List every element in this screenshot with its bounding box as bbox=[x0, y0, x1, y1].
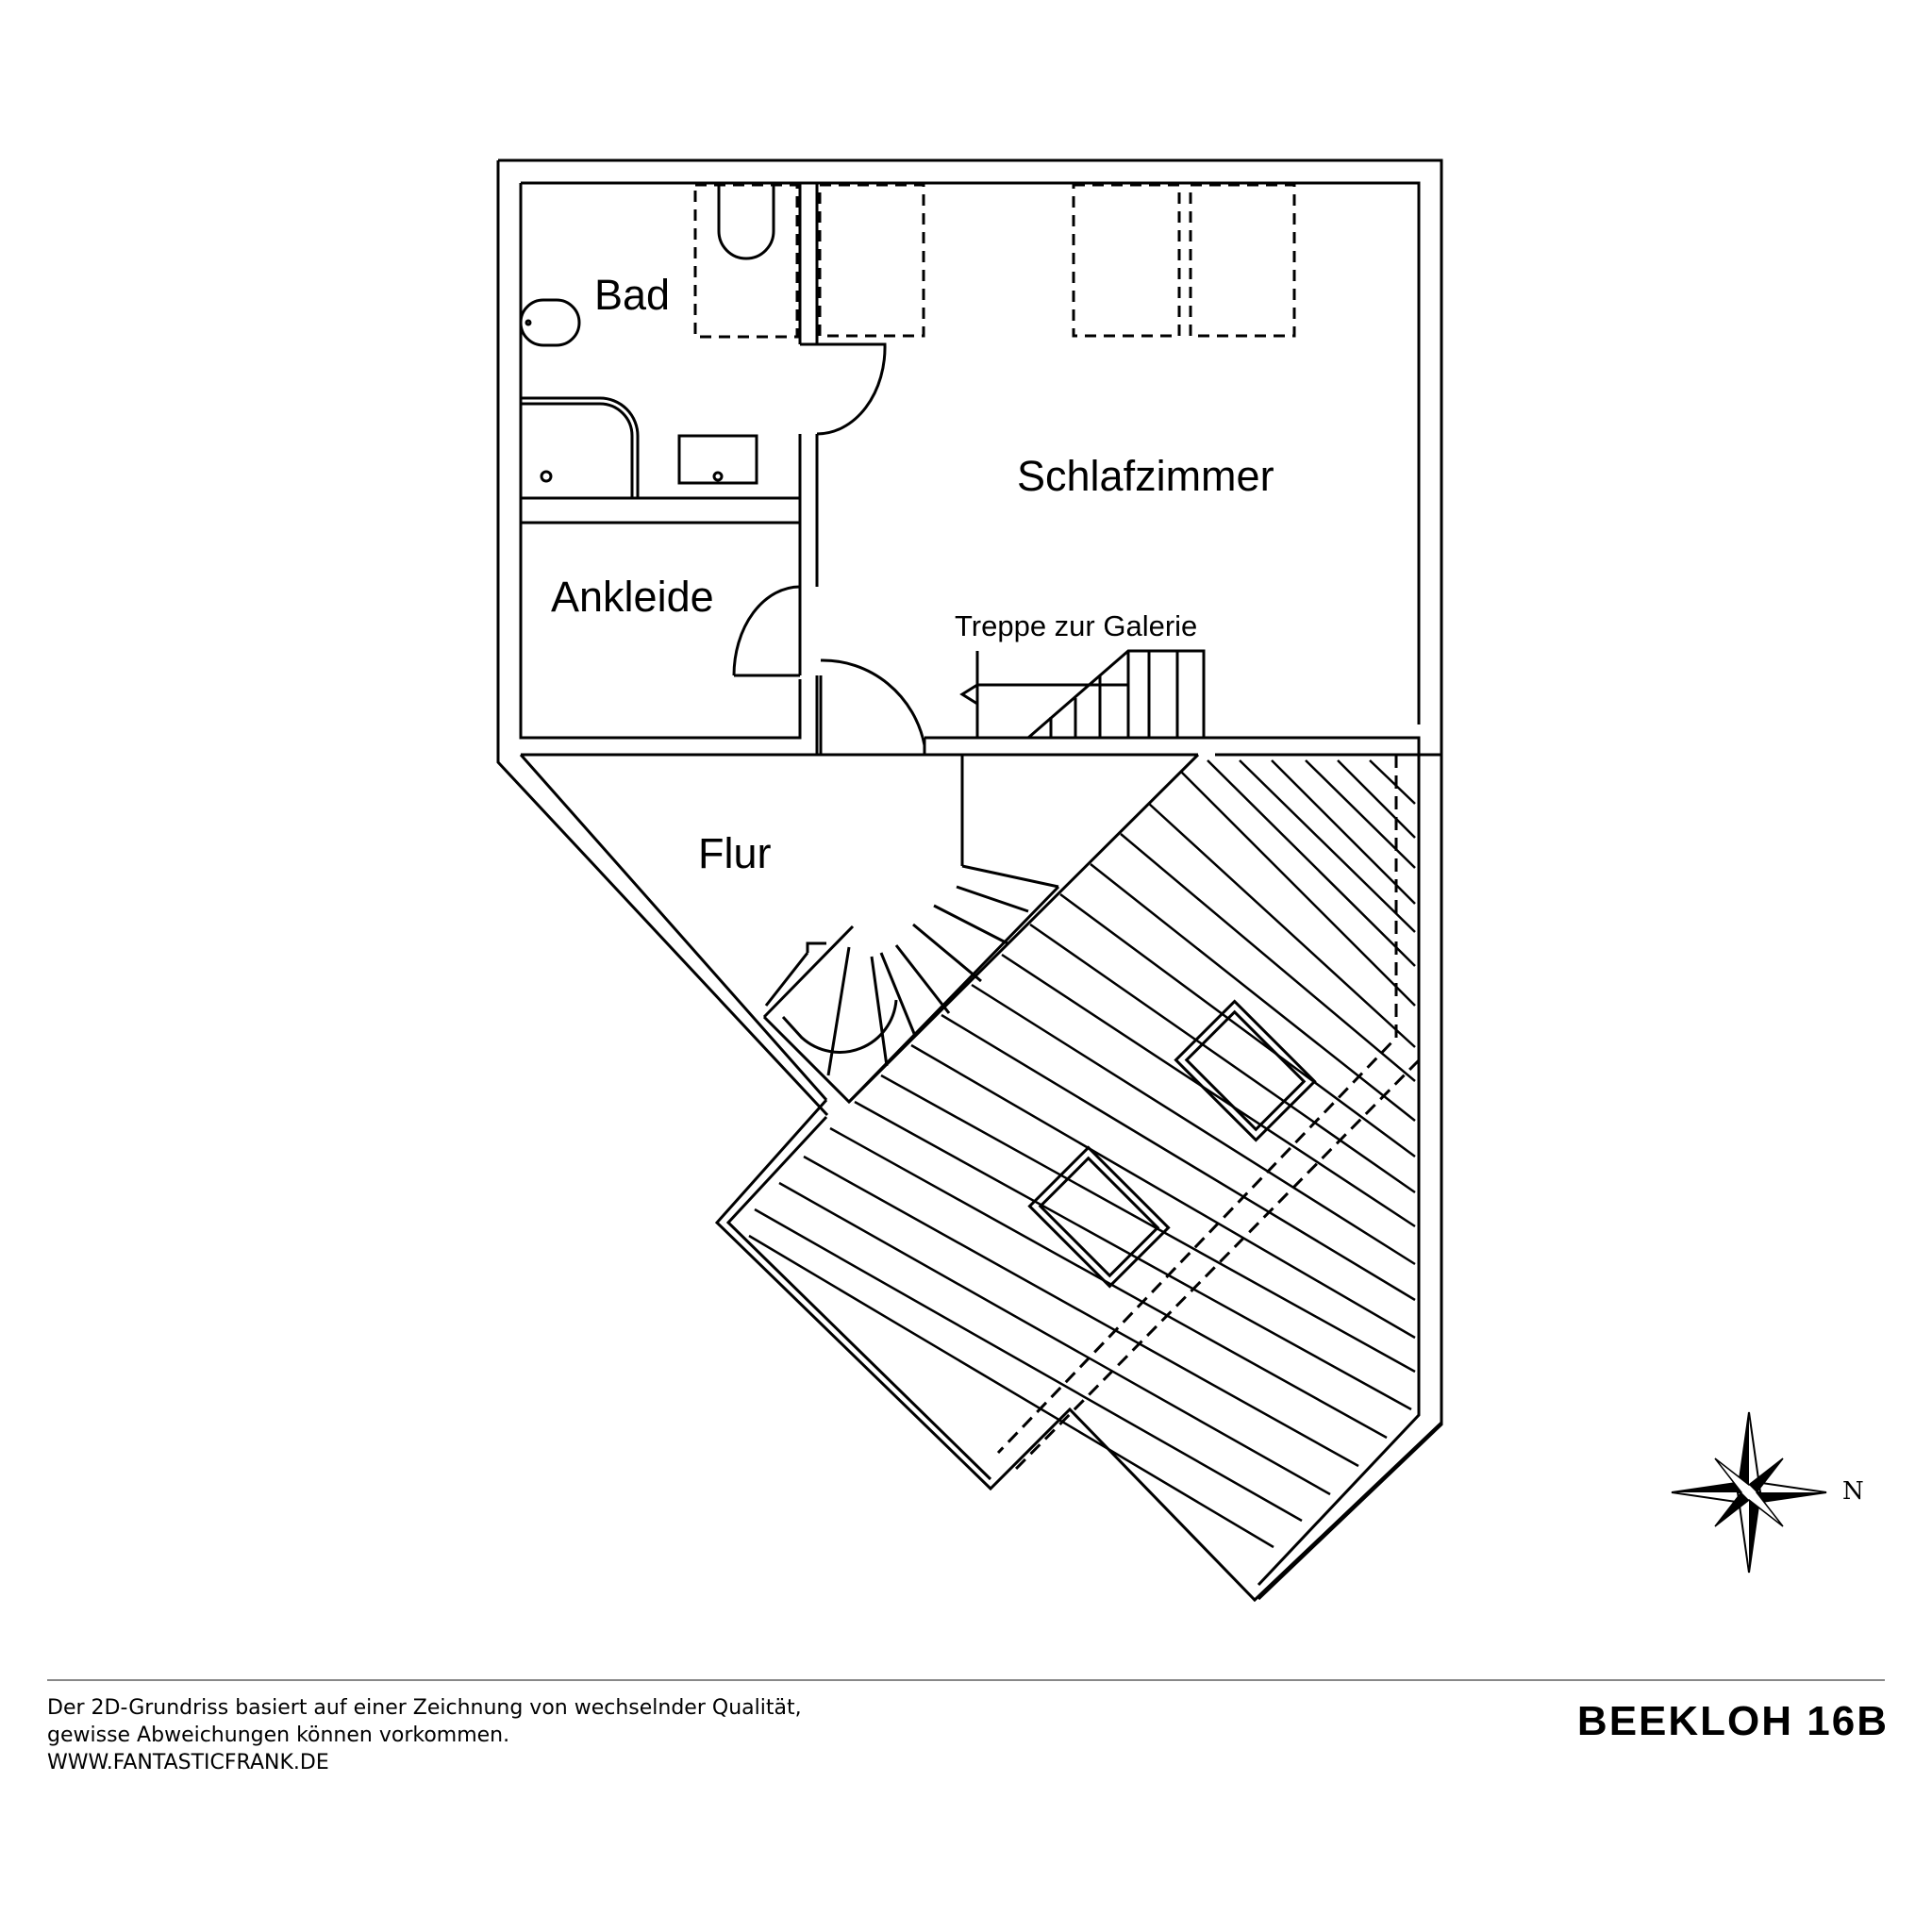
wall-bad-top bbox=[521, 181, 802, 344]
stair-gallery-steps bbox=[975, 649, 1206, 740]
stair-label: Treppe zur Galerie bbox=[955, 609, 1197, 642]
wall-upper-bottom bbox=[521, 736, 1441, 757]
shower-tray-inner bbox=[521, 402, 634, 498]
wall-divider-bath-bedroom bbox=[798, 434, 819, 675]
roof-hatching bbox=[748, 759, 1416, 1549]
shower-tray bbox=[521, 396, 640, 498]
bed-left bbox=[818, 183, 925, 338]
roof-boundary bbox=[847, 753, 1421, 1587]
skylight-1 bbox=[1174, 999, 1317, 1142]
compass-rose bbox=[1671, 1411, 1827, 1574]
property-address: BEEKLOH 16B bbox=[1576, 1698, 1889, 1744]
skylight-2 bbox=[1027, 1145, 1171, 1289]
outer-wall-left bbox=[496, 160, 829, 1117]
door-flur-swing bbox=[820, 658, 926, 746]
website-link[interactable]: WWW.FANTASTICFRANK.DE bbox=[47, 1751, 329, 1774]
flur-outline bbox=[519, 754, 964, 1101]
footer-disclaimer: Der 2D-Grundriss basiert auf einer Zeich… bbox=[47, 1694, 802, 1776]
stair-gallery-arrow bbox=[959, 683, 978, 706]
disclaimer-line-2: gewisse Abweichungen können vorkommen. bbox=[47, 1724, 510, 1747]
room-label-ankleide: Ankleide bbox=[551, 573, 714, 621]
skylight-1-inner bbox=[1184, 1009, 1307, 1132]
skylight-2-inner bbox=[1038, 1156, 1160, 1278]
room-label-bad: Bad bbox=[594, 271, 670, 319]
room-label-flur: Flur bbox=[698, 829, 772, 877]
bath-tub bbox=[519, 298, 581, 347]
winding-stair-rail bbox=[762, 885, 1060, 1105]
wall-bad-ankleide bbox=[521, 496, 800, 525]
shower-drain bbox=[540, 470, 553, 483]
winding-stair bbox=[762, 864, 1059, 1076]
bed-right-1 bbox=[1072, 183, 1181, 338]
wall-partition bbox=[800, 181, 819, 346]
disclaimer-line-1: Der 2D-Grundriss basiert auf einer Zeich… bbox=[47, 1696, 802, 1720]
sink-drain bbox=[712, 471, 724, 482]
sink bbox=[677, 434, 758, 485]
door-ankleide-swing bbox=[732, 585, 801, 676]
outer-wall-outline bbox=[498, 158, 1443, 1601]
bath-drain bbox=[525, 319, 532, 326]
inner-wall-line-right bbox=[817, 181, 1421, 724]
bed-right-2 bbox=[1189, 183, 1296, 338]
room-label-schlafzimmer: Schlafzimmer bbox=[1017, 452, 1274, 500]
toilet-bowl bbox=[717, 185, 775, 260]
roof-outline-inner bbox=[725, 1115, 992, 1481]
toilet-space bbox=[693, 183, 799, 339]
roof-outline bbox=[714, 1099, 1443, 1603]
door-bad-swing bbox=[816, 342, 887, 436]
footer-divider bbox=[47, 1679, 1885, 1681]
inner-wall-line bbox=[519, 183, 802, 740]
compass-north-label: N bbox=[1842, 1477, 1864, 1506]
wall-ankleide-door bbox=[734, 674, 823, 755]
